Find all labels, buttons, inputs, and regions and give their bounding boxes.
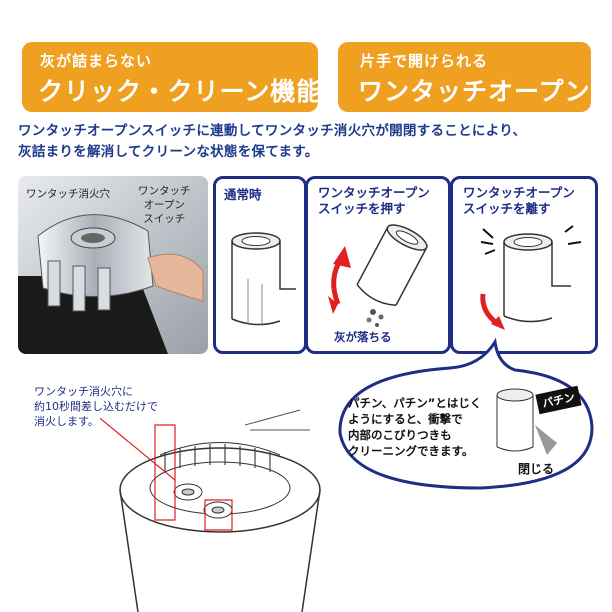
description: ワンタッチオープンスイッチに連動してワンタッチ消火穴が開閉することにより、 灰詰… [18, 121, 603, 163]
banner-title: ワンタッチオープン [358, 77, 591, 106]
panel-title-line: スイッチを離す [463, 201, 551, 216]
state-panel-release: ワンタッチオープン スイッチを離す [450, 176, 598, 354]
feature-banner-clean: 灰が詰まらない クリック・クリーン機能 [22, 42, 321, 112]
banner-subtitle: 片手で開けられる [360, 52, 489, 70]
cylinder-release-icon [480, 225, 582, 330]
bubble-text: パチン、パチン”とはじく ようにすると、衝撃で 内部のこびりつきも クリーニング… [348, 395, 481, 459]
bubble-line: クリーニングできます。 [348, 444, 474, 458]
description-line: ワンタッチオープンスイッチに連動してワンタッチ消火穴が開閉することにより、 [18, 123, 527, 139]
panel-title: ワンタッチオープン スイッチを押す [318, 185, 430, 217]
photo-label-switch: ワンタッチ オープン スイッチ [138, 184, 191, 226]
bubble-line: パチン、パチン”とはじく [348, 396, 482, 410]
cylinder-normal-icon [231, 232, 296, 326]
panel-title: ワンタッチオープン スイッチを離す [463, 185, 575, 217]
panel-title-line: ワンタッチオープン [463, 185, 575, 200]
switch-label-line: ワンタッチ [138, 185, 191, 197]
close-label: 閉じる [518, 462, 555, 476]
banner-subtitle: 灰が詰まらない [40, 52, 153, 70]
cylinder-tilted-icon [328, 224, 428, 327]
closing-cylinder-icon [496, 388, 557, 455]
ashtray-lid-image [18, 176, 208, 354]
panel-title: 通常時 [224, 187, 262, 202]
ashtray-diagram [100, 409, 321, 612]
state-panel-press: ワンタッチオープン スイッチを押す 灰が落ちる [305, 176, 451, 354]
panel-caption: 灰が落ちる [334, 330, 392, 344]
note-line: 消火します。 [34, 415, 99, 428]
speech-bubble-shape [338, 338, 594, 490]
photo-label-hole: ワンタッチ消火穴 [26, 188, 110, 200]
description-line: 灰詰まりを解消してクリーンな状態を保てます。 [18, 144, 319, 160]
bubble-line: 内部のこびりつきも [348, 428, 452, 442]
switch-label-line: オープン [143, 199, 185, 211]
switch-label-line: スイッチ [143, 213, 186, 225]
extinguish-note: ワンタッチ消火穴に 約10秒間差し込むだけで 消火します。 [34, 384, 158, 429]
panel-title-line: ワンタッチオープン [318, 185, 430, 200]
bubble-line: ようにすると、衝撃で [348, 412, 463, 426]
feature-banner-open: 片手で開けられる ワンタッチオープン [338, 42, 591, 112]
note-line: 約10秒間差し込むだけで [34, 400, 158, 413]
panel-title-line: スイッチを押す [318, 201, 406, 216]
banner-title: クリック・クリーン機能 [38, 77, 323, 106]
note-line: ワンタッチ消火穴に [34, 385, 133, 398]
product-photo: ワンタッチ消火穴 ワンタッチ オープン スイッチ [18, 176, 208, 354]
state-panel-normal: 通常時 [213, 176, 307, 354]
